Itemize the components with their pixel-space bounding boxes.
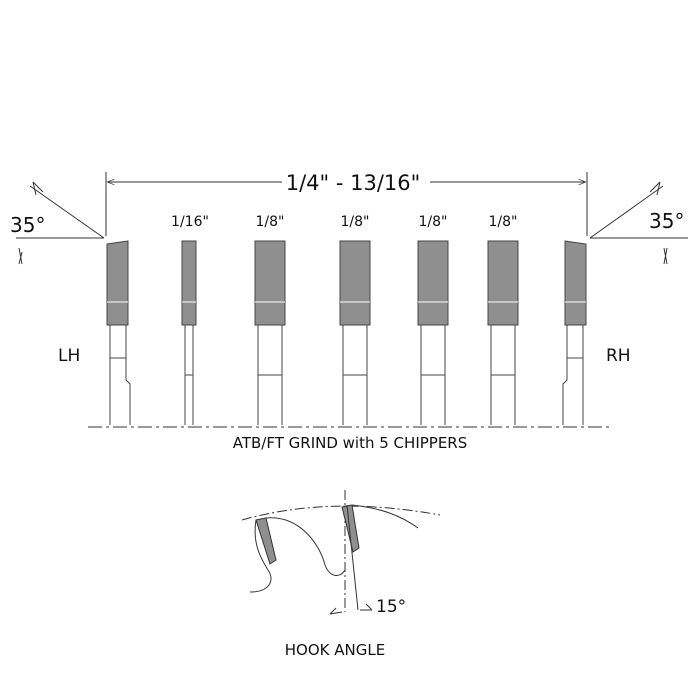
hook-angle-detail	[241, 490, 441, 615]
grind-caption: ATB/FT GRIND with 5 CHIPPERS	[233, 434, 468, 452]
chipper-width-label: 1/8"	[341, 214, 370, 230]
left-outer-blade	[106, 240, 131, 425]
chipper-width-label: 1/8"	[256, 214, 285, 230]
overall-dimension	[105, 172, 588, 236]
chipper-blade	[417, 240, 449, 425]
left-angle-lines	[16, 181, 105, 265]
chipper-width-label: 1/8"	[419, 214, 448, 230]
chipper-blade	[487, 240, 519, 425]
chipper-blade	[339, 240, 371, 425]
overall-dimension-label: 1/4" - 13/16"	[286, 171, 421, 195]
lh-label: LH	[58, 346, 80, 366]
hook-angle-value: 15°	[376, 597, 406, 617]
chipper-width-label: 1/8"	[489, 214, 518, 230]
left-angle-label: 35°	[10, 213, 45, 237]
hook-angle-caption: HOOK ANGLE	[285, 641, 385, 659]
rh-label: RH	[606, 346, 631, 366]
right-angle-lines	[589, 181, 688, 265]
chipper-blade	[181, 240, 197, 425]
right-outer-blade	[562, 240, 587, 425]
chipper-width-label: 1/16"	[171, 214, 209, 230]
right-angle-label: 35°	[649, 209, 684, 233]
chipper-blade	[254, 240, 286, 425]
